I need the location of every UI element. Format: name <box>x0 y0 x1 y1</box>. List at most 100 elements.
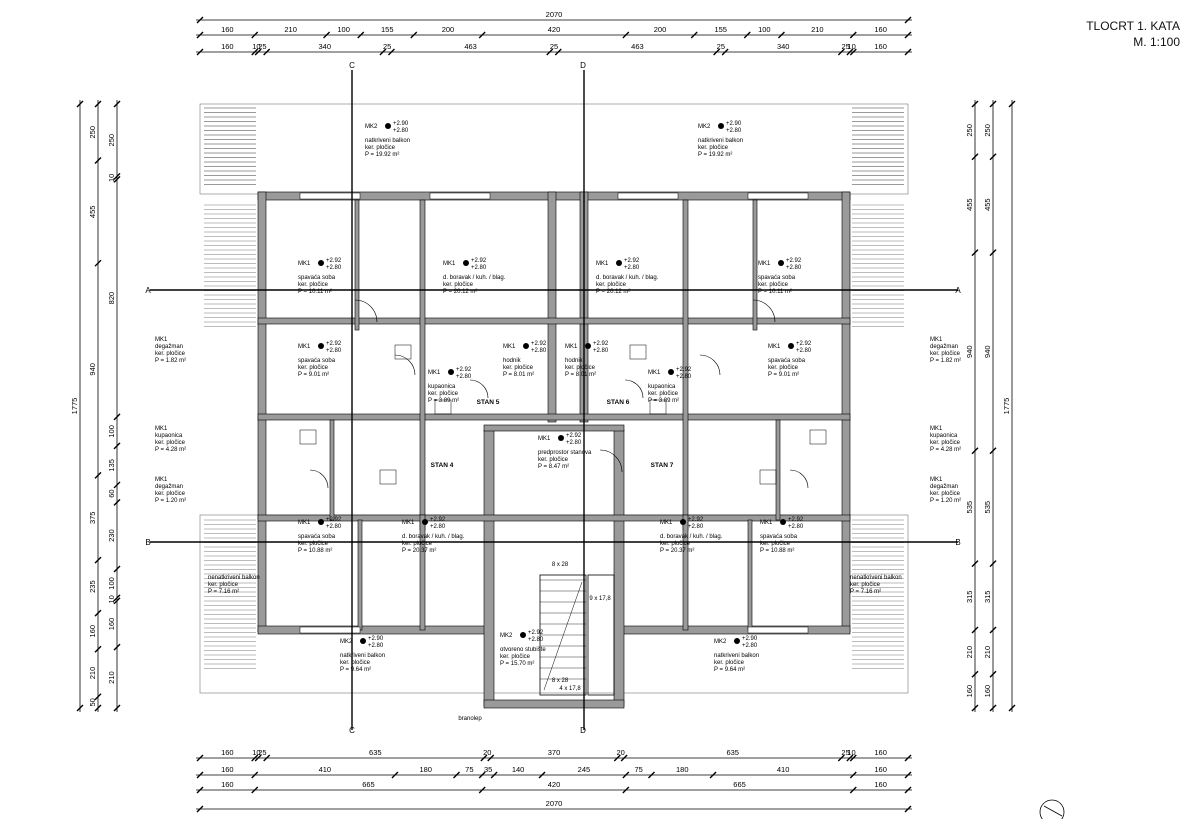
bottom-row1-dim-label: 20 <box>483 748 491 757</box>
stair-label: 8 x 28 <box>552 678 569 684</box>
room-name: kupaonica <box>155 433 183 439</box>
left-inner-dim-label: 100 <box>107 577 116 590</box>
level-marker-icon <box>585 343 591 349</box>
stair-arrow <box>543 581 583 691</box>
top-row2-dim-label: 463 <box>464 42 477 51</box>
room-area: P = 20.37 m² <box>402 548 436 554</box>
room-level-lower: +2.80 <box>326 524 342 530</box>
right-total-dim-label: 1775 <box>1002 398 1011 415</box>
left-inner-dim-label: 135 <box>107 459 116 472</box>
room-name: hodnik <box>503 358 522 364</box>
exterior-wall <box>483 699 625 709</box>
room-name: kupaonica <box>930 433 958 439</box>
top-row2-dim-label: 463 <box>631 42 644 51</box>
door-swing <box>469 379 489 399</box>
room-name: natkriveni balkon <box>698 138 743 144</box>
level-marker-icon <box>385 123 391 129</box>
room-level-lower: +2.80 <box>788 524 804 530</box>
stair-label: 8 x 28 <box>552 562 569 568</box>
left-inner-dim-tick <box>113 643 121 651</box>
bottom-row3-dim-label: 160 <box>874 780 887 789</box>
top-row1-dim-label: 100 <box>758 25 771 34</box>
room-floor-finish: ker. pločice <box>538 457 569 463</box>
bottom-row3-dim-tick <box>478 786 486 794</box>
room-level-upper: +2.92 <box>566 433 582 439</box>
level-marker-icon <box>523 343 529 349</box>
room-name: otvoreno stubište <box>500 647 546 653</box>
bottom-row2-dim-label: 410 <box>777 765 790 774</box>
top-row1-dim-label: 210 <box>284 25 297 34</box>
bottom-row1-dim-label: 25 <box>841 748 849 757</box>
room-level-lower: +2.80 <box>593 348 609 354</box>
top-row1-dim-label: 160 <box>221 25 234 34</box>
room-code: MK1 <box>155 426 168 432</box>
top-row2-dim-tick <box>196 48 204 56</box>
bottom-row1-dim-tick <box>837 754 845 762</box>
level-marker-icon <box>318 343 324 349</box>
right-inner-dim-label: 210 <box>983 646 992 659</box>
top-row1-dim-tick <box>251 31 259 39</box>
room-area: P = 8.47 m² <box>538 464 569 470</box>
room-code: MK1 <box>565 344 578 350</box>
left-outer-dim-label: 50 <box>88 698 97 706</box>
room-code: MK2 <box>365 124 378 130</box>
bottom-row2-dim-label: 180 <box>676 765 689 774</box>
sanitary-fixture <box>649 399 667 415</box>
room-code: MK2 <box>714 639 727 645</box>
bottom-row1-dim-tick <box>196 754 204 762</box>
room-area: P = 7.16 m² <box>208 589 239 595</box>
top-row1-dim-tick <box>357 31 365 39</box>
exterior-wall <box>841 191 851 633</box>
level-marker-icon <box>680 519 686 525</box>
room-name: degažman <box>155 344 183 350</box>
right-outer-dim-tick <box>971 100 979 108</box>
room-floor-finish: ker. pločice <box>850 582 881 588</box>
room-floor-finish: ker. pločice <box>714 660 745 666</box>
top-row1-dim-tick <box>622 31 630 39</box>
top-row2-dim-tick <box>554 48 562 56</box>
room-code: MK1 <box>155 337 168 343</box>
left-inner-dim-label: 60 <box>107 489 116 497</box>
room-floor-finish: ker. pločice <box>660 541 691 547</box>
room-level-lower: +2.80 <box>368 643 384 649</box>
room-level-upper: +2.92 <box>430 517 446 523</box>
room-code: MK1 <box>503 344 516 350</box>
left-outer-dim-tick <box>94 609 102 617</box>
bottom-row2-dim-label: 245 <box>578 765 591 774</box>
door-swing <box>789 469 809 489</box>
bottom-row3-dim-label: 665 <box>362 780 375 789</box>
room-name: d. boravak / kuh. / blag. <box>660 534 723 540</box>
right-outer-dim-tick <box>971 670 979 678</box>
room-floor-finish: ker. pločice <box>930 440 961 446</box>
bottom-row2-dim-label: 75 <box>634 765 642 774</box>
room-area: P = 10.88 m² <box>760 548 794 554</box>
room-floor-finish: ker. pločice <box>698 145 729 151</box>
window-opening <box>299 626 361 634</box>
exterior-wall <box>257 625 491 635</box>
room-code: MK1 <box>155 477 168 483</box>
left-outer-dim-tick <box>94 471 102 479</box>
top-row1-dim-tick <box>196 31 204 39</box>
sanitary-fixture <box>629 344 647 360</box>
room-label: MK1+2.92+2.80d. boravak / kuh. / blag.ke… <box>660 517 723 554</box>
exterior-wall <box>619 625 851 635</box>
interior-wall <box>752 199 758 331</box>
left-inner-dim-tick <box>113 594 121 602</box>
room-level-upper: +2.92 <box>326 517 342 523</box>
bottom-total-dim-tick <box>904 805 912 813</box>
room-floor-finish: ker. pločice <box>298 282 329 288</box>
left-inner-dim-tick <box>113 172 121 180</box>
interior-wall <box>775 419 781 521</box>
room-area: P = 9.64 m² <box>340 667 371 673</box>
door-swing <box>624 379 644 399</box>
room-level-upper: +2.92 <box>593 341 609 347</box>
